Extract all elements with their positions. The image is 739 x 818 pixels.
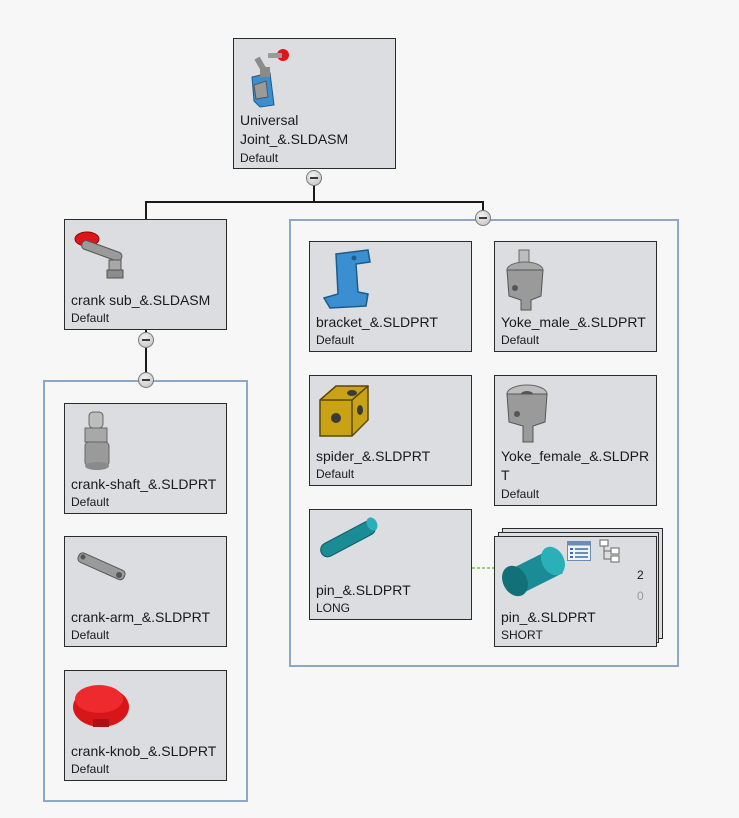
crank-knob-icon (71, 677, 133, 736)
pin-long-label: pin_&.SLDPRT (316, 582, 411, 598)
yoke-female-label: Yoke_female_&.SLDPR T (501, 448, 650, 483)
yoke-male-config: Default (501, 333, 540, 347)
crank-arm-config: Default (71, 628, 110, 642)
yoke-male-icon (501, 248, 551, 317)
bracket-icon (316, 248, 376, 315)
yoke-male-label: Yoke_male_&.SLDPRT (501, 314, 646, 330)
root-collapse-button[interactable] (306, 170, 322, 186)
part-node-crank-shaft[interactable]: crank-shaft_&.SLDPRT Default (64, 403, 227, 514)
crank-sub-label: crank sub_&.SLDASM (71, 292, 211, 308)
reference-count: 2 (637, 568, 644, 582)
connector-ujoint-group (482, 201, 484, 218)
part-node-pin-short[interactable]: 2 0 pin_&.SLDPRT SHORT (494, 536, 657, 647)
part-node-pin-long[interactable]: pin_&.SLDPRT LONG (309, 509, 472, 620)
crank-knob-config: Default (71, 762, 110, 776)
root-assembly-node[interactable]: Universal Joint_&.SLDASM Default (233, 38, 396, 169)
universal-joint-assembly-icon (240, 45, 290, 116)
crank-shaft-config: Default (71, 495, 110, 509)
yoke-female-icon (501, 382, 551, 451)
bracket-label: bracket_&.SLDPRT (316, 314, 438, 330)
root-config: Default (240, 151, 279, 165)
crank-arm-label: crank-arm_&.SLDPRT (71, 609, 211, 625)
config-link-dashed (472, 567, 496, 569)
crank-sub-node[interactable]: crank sub_&.SLDASM Default (64, 219, 227, 330)
pin-long-config: LONG (316, 601, 351, 615)
spider-label: spider_&.SLDPRT (316, 448, 431, 464)
crank-sub-config: Default (71, 311, 110, 325)
pin-short-icon (501, 543, 565, 604)
connector-crank-sub (145, 201, 147, 220)
bracket-config: Default (316, 333, 355, 347)
crank-sub-assembly-icon (71, 226, 131, 289)
crank-knob-label: crank-knob_&.SLDPRT (71, 743, 217, 759)
part-node-crank-knob[interactable]: crank-knob_&.SLDPRT Default (64, 670, 227, 781)
configuration-tree-icon[interactable] (599, 539, 621, 568)
root-label: Universal Joint_&.SLDASM (240, 112, 349, 147)
connector-horizontal (145, 201, 484, 203)
crank-shaft-icon (71, 410, 121, 477)
part-node-crank-arm[interactable]: crank-arm_&.SLDPRT Default (64, 536, 227, 647)
crank-arm-icon (71, 543, 131, 598)
part-node-spider[interactable]: spider_&.SLDPRT Default (309, 375, 472, 486)
crank-sub-collapse-button[interactable] (138, 332, 154, 348)
connector-crank-group (145, 329, 147, 381)
yoke-female-config: Default (501, 487, 540, 501)
spider-icon (316, 382, 372, 445)
reference-count-secondary: 0 (637, 589, 644, 603)
pin-short-config: SHORT (501, 628, 543, 642)
spider-config: Default (316, 467, 355, 481)
properties-list-icon[interactable] (567, 541, 591, 566)
crank-group-collapse-button[interactable] (138, 372, 154, 388)
connector-root-down (313, 178, 315, 202)
part-node-yoke-female[interactable]: Yoke_female_&.SLDPR T Default (494, 375, 657, 506)
pin-long-icon (316, 516, 378, 569)
part-node-yoke-male[interactable]: Yoke_male_&.SLDPRT Default (494, 241, 657, 352)
pin-short-label: pin_&.SLDPRT (501, 609, 596, 625)
ujoint-group-collapse-button[interactable] (475, 210, 491, 226)
crank-shaft-label: crank-shaft_&.SLDPRT (71, 476, 217, 492)
part-node-bracket[interactable]: bracket_&.SLDPRT Default (309, 241, 472, 352)
